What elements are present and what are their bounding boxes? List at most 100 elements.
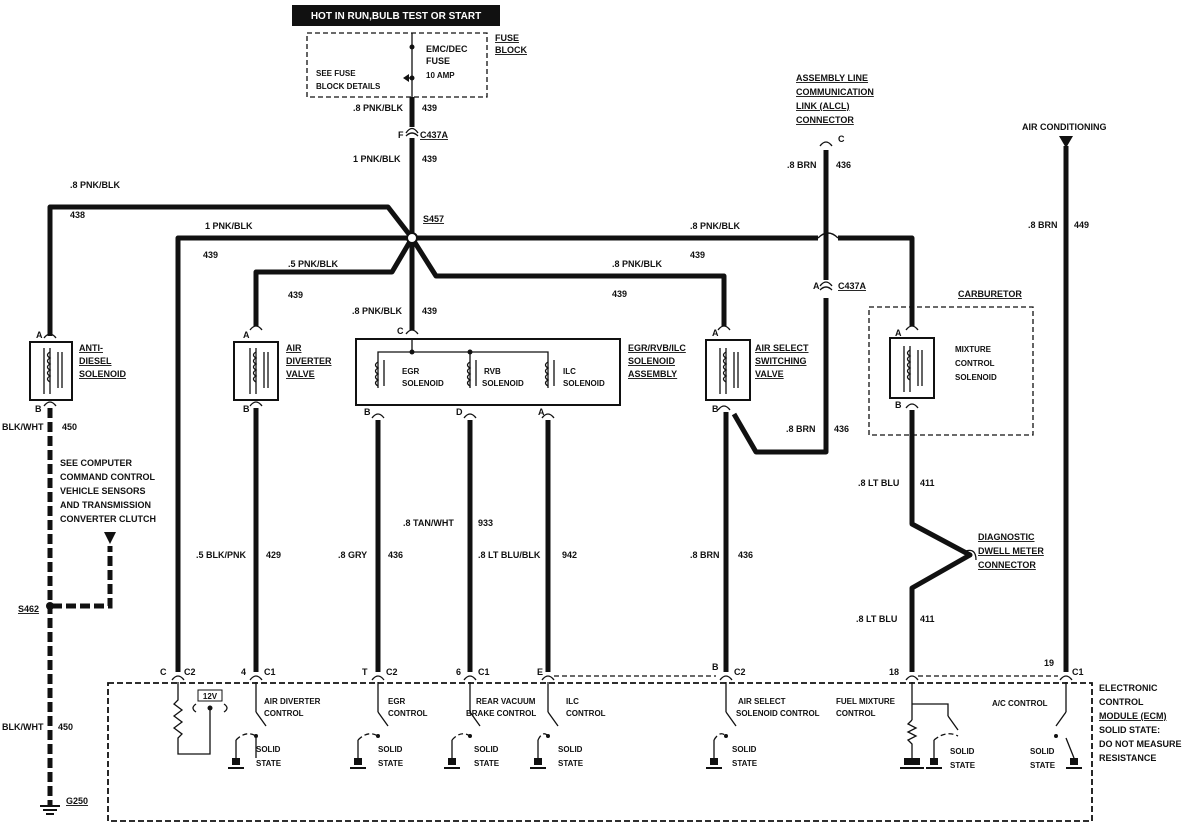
fuse-block: EMC/DEC FUSE 10 AMP SEE FUSE BLOCK DETAI… [306, 32, 527, 98]
ecm-label-1: ELECTRONIC [1099, 683, 1158, 693]
ctrl-fuel-2: CONTROL [836, 709, 876, 718]
see-computer-5: CONVERTER CLUTCH [60, 514, 156, 524]
ecm-pin-b: B [712, 662, 719, 672]
w439-mid-gauge: .8 PNK/BLK [352, 306, 403, 316]
ecm-conn-c1-c: C1 [1072, 667, 1084, 677]
see-computer-3: VEHICLE SENSORS [60, 486, 146, 496]
w436-brn-top-gauge: .8 BRN [787, 160, 817, 170]
solid-state-5b: STATE [732, 759, 758, 768]
alcl-connector: ASSEMBLY LINE COMMUNICATION LINK (ALCL) … [787, 73, 874, 291]
w450-top-gauge: BLK/WHT [2, 422, 44, 432]
w449-circuit: 449 [1074, 220, 1089, 230]
w933-gauge: .8 TAN/WHT [403, 518, 454, 528]
w439-left-gauge: 1 PNK/BLK [205, 221, 253, 231]
assembly-label-3: ASSEMBLY [628, 369, 677, 379]
ecm-conn-c1-b: C1 [478, 667, 490, 677]
air-select-label-2: SWITCHING [755, 356, 807, 366]
ecm-label-3: MODULE (ECM) [1099, 711, 1167, 721]
w411-bot-gauge: .8 LT BLU [856, 614, 897, 624]
ctrl-egr-2: CONTROL [388, 709, 428, 718]
ctrl-egr-1: EGR [388, 697, 406, 706]
driver-air-select: AIR SELECT SOLENOID CONTROL SOLID STATE [706, 682, 820, 769]
ecm-pin-4: 4 [241, 667, 246, 677]
carb-pin-a: A [895, 328, 902, 338]
see-computer-1: SEE COMPUTER [60, 458, 133, 468]
c437a-right-pin: A [813, 281, 820, 291]
driver-rvb: REAR VACUUM BRAKE CONTROL SOLID STATE [444, 682, 536, 769]
carb-pin-b: B [895, 400, 902, 410]
assembly-label-1: EGR/RVB/ILC [628, 343, 686, 353]
alcl-label-4: CONNECTOR [796, 115, 854, 125]
ctrl-fuel-1: FUEL MIXTURE [836, 697, 896, 706]
w436-brn-top-circuit: 436 [836, 160, 851, 170]
ecm-label-5: DO NOT MEASURE [1099, 739, 1182, 749]
solid-state-3a: SOLID [474, 745, 499, 754]
w933-circuit: 933 [478, 518, 493, 528]
w411-bot-circuit: 411 [920, 614, 935, 624]
ilc-solenoid-2: SOLENOID [563, 379, 605, 388]
mixture-label-3: SOLENOID [955, 373, 997, 382]
anti-diesel-pin-a: A [36, 330, 43, 340]
alcl-pin-c: C [838, 134, 845, 144]
dwell-label-2: DWELL METER [978, 546, 1044, 556]
assembly-label-2: SOLENOID [628, 356, 676, 366]
air-diverter-pin-b: B [243, 404, 250, 414]
ecm-conn-c2-b: C2 [386, 667, 398, 677]
air-diverter-valve: A B AIR DIVERTER VALVE .5 BLK/PNK 429 [196, 325, 332, 672]
w439-right-gauge: .8 PNK/BLK [690, 221, 741, 231]
w436-brn-low-gauge: .8 BRN [690, 550, 720, 560]
anti-diesel-label-2: DIESEL [79, 356, 112, 366]
assembly-pin-c: C [397, 326, 404, 336]
w439-left-circuit: 439 [203, 250, 218, 260]
solid-state-6b: STATE [950, 761, 976, 770]
solid-state-4a: SOLID [558, 745, 583, 754]
ctrl-ac: A/C CONTROL [992, 699, 1048, 708]
ecm-label-4: SOLID STATE: [1099, 725, 1160, 735]
ecm-12v: 12V [203, 692, 218, 701]
w411-top-gauge: .8 LT BLU [858, 478, 899, 488]
ctrl-air-select-1: AIR SELECT [738, 697, 786, 706]
c437a-right-name: C437A [838, 281, 867, 291]
w438-circuit: 438 [70, 210, 85, 220]
carburetor: CARBURETOR A B MIXTURE CONTROL SOLENOID … [856, 289, 1044, 672]
ilc-solenoid-1: ILC [563, 367, 576, 376]
ecm-conn-c1-a: C1 [264, 667, 276, 677]
ecm-module: ELECTRONIC CONTROL MODULE (ECM) SOLID ST… [107, 658, 1182, 822]
driver-ilc: ILC CONTROL SOLID STATE [530, 682, 606, 769]
solid-state-1b: STATE [256, 759, 282, 768]
w438-gauge: .8 PNK/BLK [70, 180, 121, 190]
w439-air-gauge: .5 PNK/BLK [288, 259, 339, 269]
w439a-gauge: .8 PNK/BLK [353, 103, 404, 113]
driver-ac: A/C CONTROL SOLID STATE [992, 682, 1082, 770]
w436-gry-circuit: 436 [388, 550, 403, 560]
w436-brn-mid-gauge: .8 BRN [786, 424, 816, 434]
splice-s457-branches: S457 .8 PNK/BLK 438 1 PNK/BLK 439 .8 PNK… [47, 180, 915, 672]
rvb-solenoid-1: RVB [484, 367, 501, 376]
fuse-block-label-2: BLOCK [495, 45, 527, 55]
w411-top-circuit: 411 [920, 478, 935, 488]
solid-state-4b: STATE [558, 759, 584, 768]
solid-state-7a: SOLID [1030, 747, 1055, 756]
splice-s462: S462 [18, 604, 39, 614]
alcl-label-2: COMMUNICATION [796, 87, 874, 97]
fuse-details-1: SEE FUSE [316, 69, 356, 78]
w436-brn-mid-circuit: 436 [834, 424, 849, 434]
anti-diesel-label-3: SOLENOID [79, 369, 127, 379]
c437a-top-name: C437A [420, 130, 449, 140]
rvb-solenoid-2: SOLENOID [482, 379, 524, 388]
ecm-pin-e: E [537, 667, 543, 677]
header-title: HOT IN RUN,BULB TEST OR START [311, 11, 481, 22]
alcl-label-1: ASSEMBLY LINE [796, 73, 868, 83]
w450-bot-circuit: 450 [58, 722, 73, 732]
w429-circuit: 429 [266, 550, 281, 560]
air-select-pin-b: B [712, 404, 719, 414]
splice-s457: S457 [423, 214, 444, 224]
ecm-label-2: CONTROL [1099, 697, 1144, 707]
solid-state-1a: SOLID [256, 745, 281, 754]
alcl-label-3: LINK (ALCL) [796, 101, 850, 111]
assembly-pin-d: D [456, 407, 463, 417]
w439-right-circuit: 439 [690, 250, 705, 260]
fuse-name-1: EMC/DEC [426, 44, 468, 54]
solid-state-2a: SOLID [378, 745, 403, 754]
